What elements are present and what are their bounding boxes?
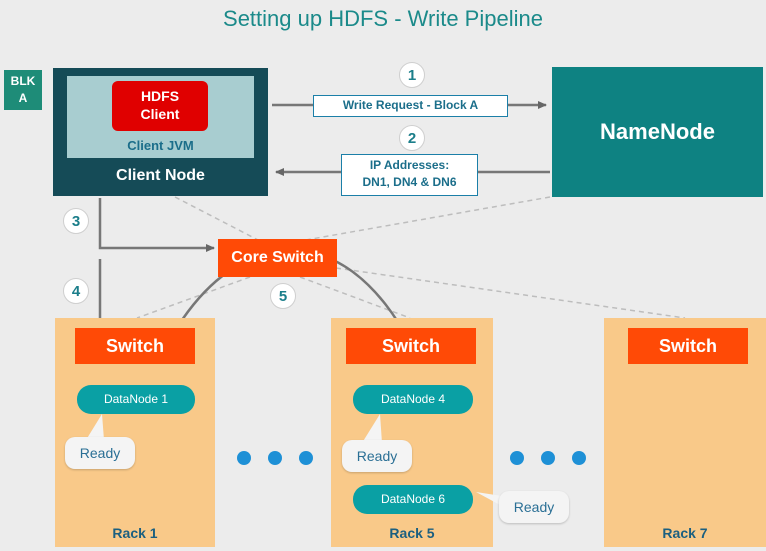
ellipsis-dot: [572, 451, 586, 465]
step-5-badge: 5: [270, 283, 296, 309]
block-label: BLK: [10, 74, 36, 88]
ip-addresses-list: DN1, DN4 & DN6: [362, 175, 457, 189]
rack-1: Switch Rack 1: [55, 318, 215, 547]
datanode-6: DataNode 6: [353, 485, 473, 514]
rack-7: Switch Rack 7: [604, 318, 766, 547]
client-jvm-label: Client JVM: [127, 138, 194, 153]
write-request-message: Write Request - Block A: [313, 95, 508, 117]
block-a-badge: BLK A: [4, 70, 42, 110]
rack-5-label: Rack 5: [389, 525, 435, 541]
page-title: Setting up HDFS - Write Pipeline: [223, 6, 543, 31]
hdfs-client-line2: Client: [140, 106, 180, 122]
step-2-badge: 2: [399, 125, 425, 151]
hdfs-client: HDFS Client: [112, 81, 208, 131]
namenode: NameNode: [552, 67, 763, 197]
network-links: [136, 196, 686, 319]
rack-7-label: Rack 7: [662, 525, 708, 541]
ready-callout-datanode-4: Ready: [342, 440, 412, 472]
ellipsis-dot: [299, 451, 313, 465]
step-1-badge: 1: [399, 62, 425, 88]
ip-addresses-title: IP Addresses:: [369, 158, 450, 172]
step-4-badge: 4: [63, 278, 89, 304]
rack-5-switch: Switch: [346, 328, 476, 364]
core-switch: Core Switch: [218, 239, 337, 277]
rack-7-switch: Switch: [628, 328, 748, 364]
rack-1-label: Rack 1: [112, 525, 158, 541]
client-node-label: Client Node: [116, 167, 205, 184]
ellipsis-dot: [237, 451, 251, 465]
step3-arrow: [98, 198, 215, 252]
hdfs-client-line1: HDFS: [140, 88, 180, 104]
ellipsis-dot: [541, 451, 555, 465]
datanode-4: DataNode 4: [353, 385, 473, 414]
ready-callout-datanode-6: Ready: [499, 491, 569, 523]
ip-addresses-message: IP Addresses: DN1, DN4 & DN6: [341, 154, 478, 196]
ready-callout-datanode-1: Ready: [65, 437, 135, 469]
client-jvm: HDFS Client Client JVM: [67, 76, 254, 158]
ellipsis-dot: [510, 451, 524, 465]
datanode-1: DataNode 1: [77, 385, 195, 414]
ellipsis-dot: [268, 451, 282, 465]
step-3-badge: 3: [63, 208, 89, 234]
client-node: HDFS Client Client JVM Client Node: [53, 68, 268, 196]
rack-1-switch: Switch: [75, 328, 195, 364]
block-id: A: [18, 91, 28, 105]
